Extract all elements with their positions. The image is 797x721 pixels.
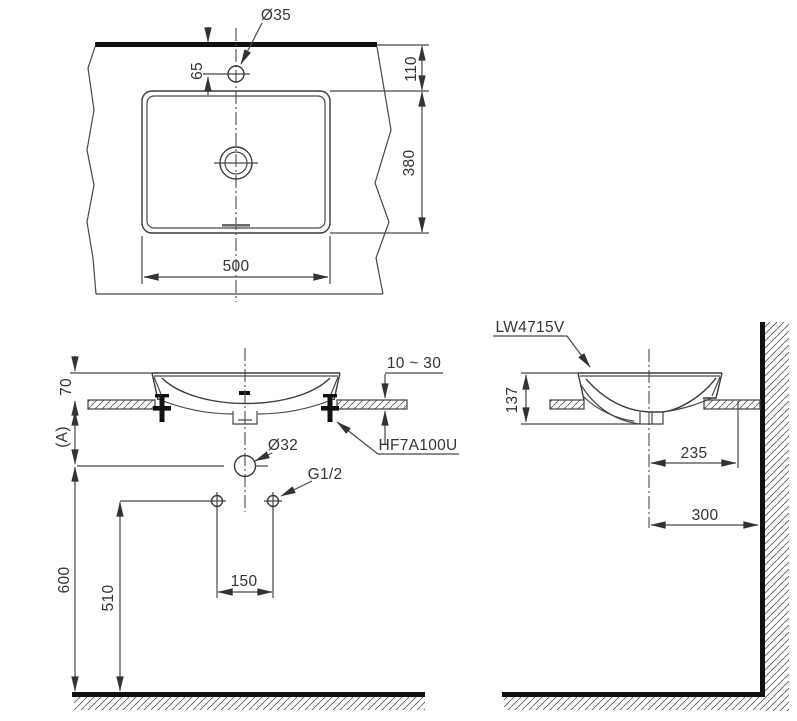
mounting-bolt-left (153, 394, 171, 422)
floor-hatch-left (74, 697, 425, 710)
mounting-bolt-right (321, 394, 339, 422)
dim-600-label: 600 (56, 567, 73, 594)
water-supply-left (208, 492, 226, 510)
counter-thickness-label: 10 ~ 30 (387, 355, 441, 372)
faucet-hole-leader (240, 22, 263, 65)
faucet-hole (227, 65, 245, 83)
basin-side-underside-right (662, 397, 713, 413)
basin-side-mask (578, 373, 722, 398)
break-line-left (86, 46, 97, 295)
drain-inner (224, 151, 248, 175)
counter-side-left (549, 399, 585, 410)
basin-side-wall-left (577, 372, 585, 401)
drain-outlet-label: Ø32 (268, 437, 298, 454)
fixing-kit-label: HF7A100U (378, 437, 457, 454)
basin-side-bowl (585, 377, 717, 413)
drain-leader (254, 451, 273, 462)
counter-right (336, 399, 408, 410)
water-supply-right (264, 492, 282, 510)
front-elevation-view: 70 (A) 600 Ø32 G1/2 150 (54, 348, 459, 710)
dim-150-label: 150 (231, 573, 258, 590)
floor-hatch-right (504, 697, 765, 710)
wall-hatch (765, 322, 789, 711)
basin-front-underside-left (157, 398, 234, 415)
basin-front-bowl (161, 377, 331, 405)
model-leader (566, 335, 591, 368)
dim-235-label: 235 (681, 445, 708, 462)
faucet-hole-label: Ø35 (261, 7, 291, 24)
dim-500-label: 500 (223, 258, 250, 275)
drain-outer (219, 146, 253, 180)
drain-stub-side (651, 412, 664, 425)
basin-front-mask (152, 373, 340, 400)
drain-outlet-front (233, 454, 257, 478)
basin-side-wall-right (703, 372, 723, 399)
overflow-slot (222, 224, 250, 227)
dim-70-label: 70 (58, 378, 75, 396)
dim-380-label: 380 (401, 150, 418, 177)
dim-300-label: 300 (692, 507, 719, 524)
model-code-label: LW4715V (495, 319, 564, 336)
counter-left (87, 399, 156, 410)
supply-leader (280, 480, 313, 497)
dim-65-label: 65 (189, 62, 206, 80)
dim-110-label: 110 (403, 56, 420, 82)
basin-side-wall-right-inner (711, 376, 721, 397)
basin-side-shell-inner (583, 396, 635, 422)
counter-side-right (703, 399, 761, 410)
plan-view: 65 110 380 500 Ø35 (86, 7, 429, 302)
floor-line-right (502, 692, 765, 697)
supply-thread-label: G1/2 (308, 466, 343, 483)
dim-510-label: 510 (100, 585, 117, 612)
floor-line-left (72, 692, 425, 697)
side-section-view: 137 235 300 LW4715V (493, 319, 789, 711)
dim-137-label: 137 (504, 387, 521, 414)
fixing-kit-leader (336, 421, 379, 455)
basin-front-underside-right (257, 398, 335, 415)
break-line-right (374, 46, 392, 295)
wall-section (760, 322, 765, 697)
dim-A-label: (A) (54, 426, 71, 448)
